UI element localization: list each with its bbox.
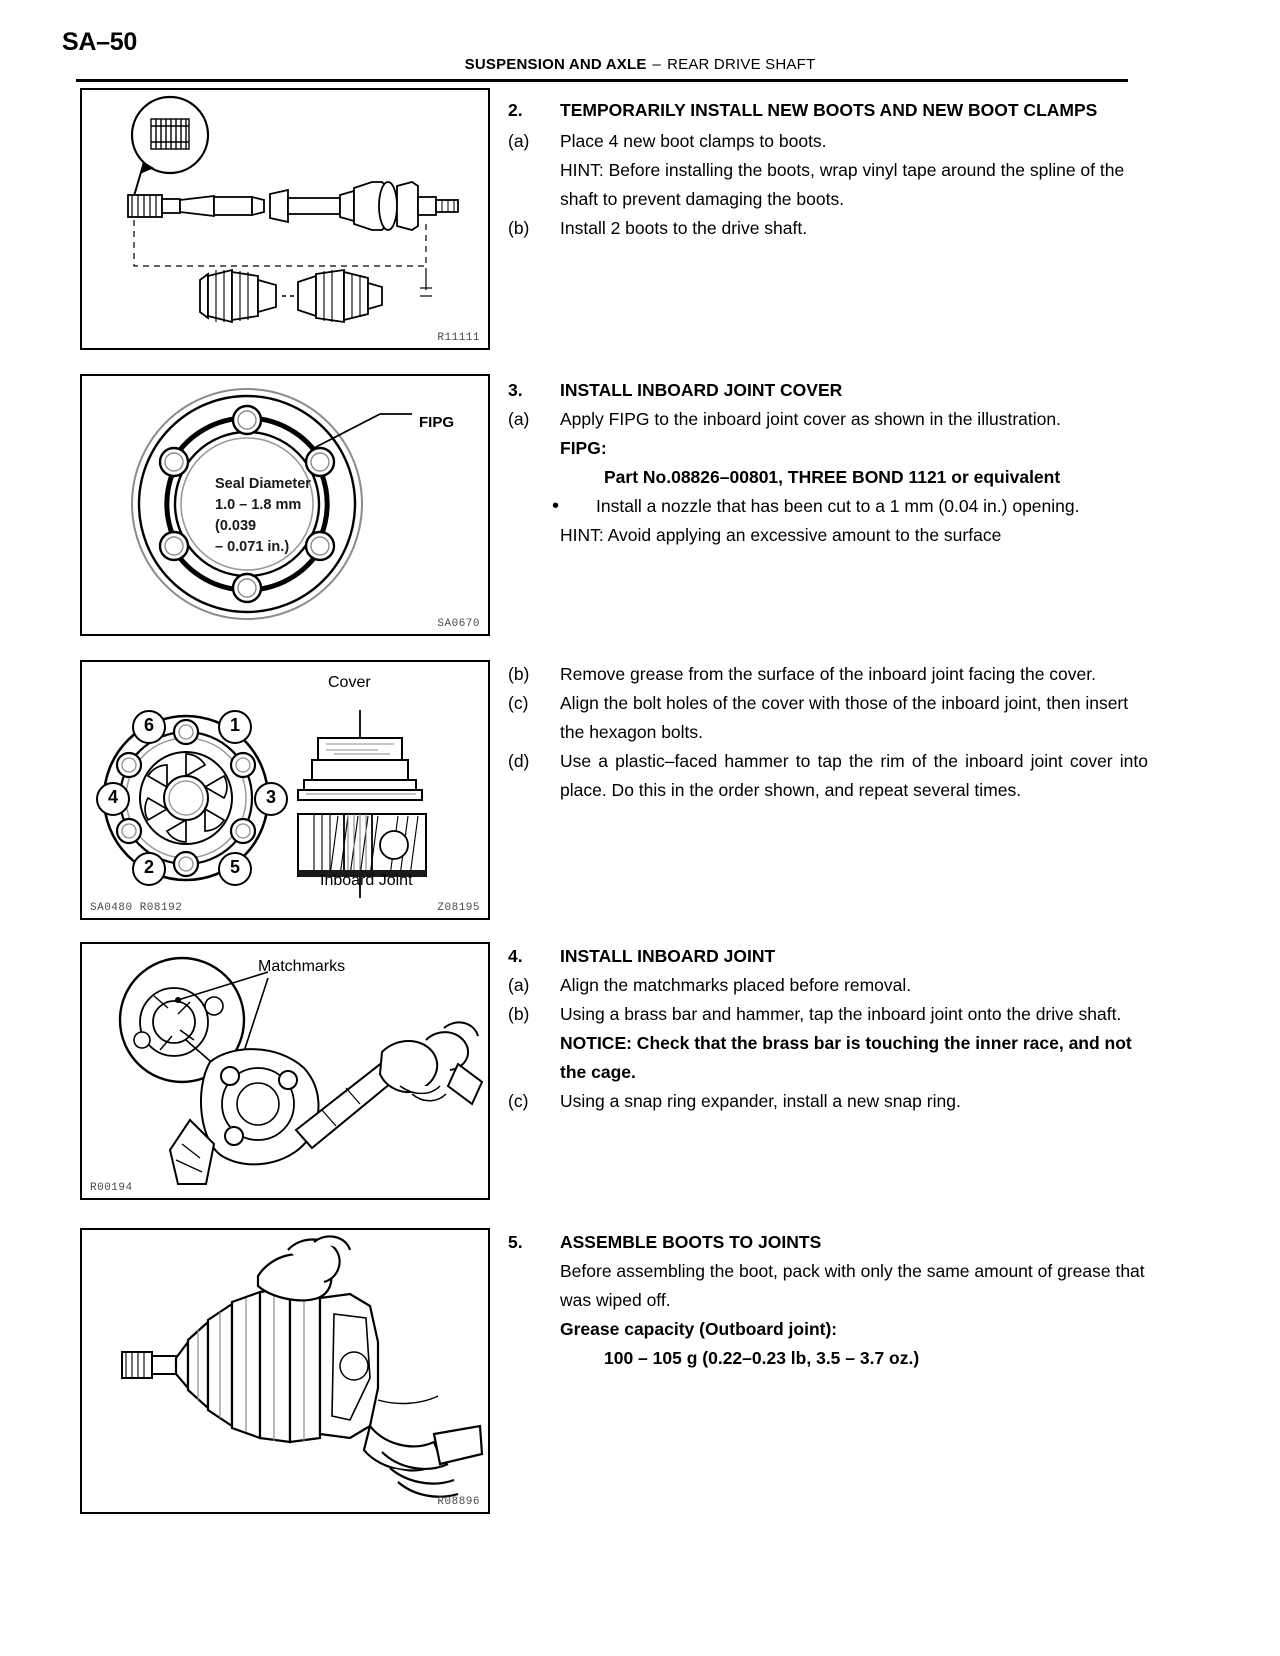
- grease-capacity-label: Grease capacity (Outboard joint):: [560, 1319, 838, 1339]
- step-3-item-d-marker: (d): [508, 751, 530, 771]
- figure-caption: R00194: [90, 1182, 133, 1194]
- bolt-order-number-3: 3: [254, 782, 288, 816]
- drive-shaft-drawing: [127, 95, 459, 324]
- figure-caption: R11111: [437, 332, 480, 344]
- step-2-title: TEMPORARILY INSTALL NEW BOOTS AND NEW BO…: [560, 100, 1098, 120]
- figure-matchmarks-brass-bar: Matchmarks R00194: [80, 942, 490, 1200]
- step-3-item-b-marker: (b): [508, 664, 530, 684]
- page-header: SA–50 SUSPENSION AND AXLE–REAR DRIVE SHA…: [0, 0, 1280, 82]
- step-4-number: 4.: [508, 946, 523, 966]
- fipg-nozzle-text: Install a nozzle that has been cut to a …: [596, 496, 1080, 516]
- step-2-item-a-text: Place 4 new boot clamps to boots.: [560, 131, 827, 151]
- step-2-item-a-marker: (a): [508, 131, 530, 151]
- boot-assembly-drawing: [121, 1235, 484, 1498]
- header-divider: [76, 79, 1128, 82]
- step-3-item-c-text: Align the bolt holes of the cover with t…: [560, 693, 1129, 742]
- step-3-block: 3. INSTALL INBOARD JOINT COVER (a) Apply…: [508, 376, 1148, 550]
- step-4-item-a-marker: (a): [508, 975, 530, 995]
- step-3-item-a-text: Apply FIPG to the inboard joint cover as…: [560, 409, 1061, 429]
- step-5-number: 5.: [508, 1232, 523, 1252]
- step-3-heading-row: 3. INSTALL INBOARD JOINT COVER: [508, 376, 1148, 405]
- step-2-item-a: (a) Place 4 new boot clamps to boots.: [508, 127, 1148, 156]
- step-4-item-a: (a) Align the matchmarks placed before r…: [508, 971, 1148, 1000]
- step-4-item-c-text: Using a snap ring expander, install a ne…: [560, 1091, 961, 1111]
- step-4-item-b: (b) Using a brass bar and hammer, tap th…: [508, 1000, 1148, 1029]
- bolt-order-drawing: [102, 710, 427, 898]
- step-2-heading-row: 2. TEMPORARILY INSTALL NEW BOOTS AND NEW…: [508, 96, 1148, 125]
- bolt-order-callouts: 6 1 4 3 2 5: [82, 662, 488, 918]
- step-5-intro: Before assembling the boot, pack with on…: [560, 1261, 1145, 1310]
- step-3-item-c-marker: (c): [508, 693, 529, 713]
- figure-inboard-joint-cover-fipg: FIPG Seal Diameter 1.0 – 1.8 mm (0.039 –…: [80, 374, 490, 636]
- seal-diameter-mm: 1.0 – 1.8 mm: [215, 497, 302, 513]
- step-4-block: 4. INSTALL INBOARD JOINT (a) Align the m…: [508, 942, 1148, 1116]
- step-5-title: ASSEMBLE BOOTS TO JOINTS: [560, 1232, 822, 1252]
- figure-caption: Z08195: [437, 902, 480, 914]
- figure-boot-assembly: R08896: [80, 1228, 490, 1514]
- step-3-continued-block: (b) Remove grease from the surface of th…: [508, 660, 1148, 805]
- bolt-order-number-4: 4: [96, 782, 130, 816]
- step-4-title: INSTALL INBOARD JOINT: [560, 946, 776, 966]
- page-number: SA–50: [62, 28, 137, 56]
- step-4-item-b-marker: (b): [508, 1004, 530, 1024]
- fipg-subheading: FIPG:: [560, 438, 607, 458]
- figure-caption: R08896: [437, 1496, 480, 1508]
- subsection-title: REAR DRIVE SHAFT: [667, 56, 816, 73]
- step-3-number: 3.: [508, 380, 523, 400]
- bolt-order-number-6: 6: [132, 710, 166, 744]
- step-2-block: 2. TEMPORARILY INSTALL NEW BOOTS AND NEW…: [508, 96, 1148, 243]
- seal-diameter-in-2: – 0.071 in.): [215, 539, 290, 555]
- step-2-number: 2.: [508, 100, 523, 120]
- fipg-nozzle-bullet: • Install a nozzle that has been cut to …: [552, 492, 1148, 521]
- bolt-order-number-5: 5: [218, 852, 252, 886]
- bolt-order-number-1: 1: [218, 710, 252, 744]
- fipg-cover-drawing: [131, 388, 412, 620]
- step-4-item-c: (c) Using a snap ring expander, install …: [508, 1087, 1148, 1116]
- step-3-item-d-text: Use a plastic–faced hammer to tap the ri…: [560, 751, 1148, 800]
- step-3-item-a-marker: (a): [508, 409, 530, 429]
- step-4-item-a-text: Align the matchmarks placed before remov…: [560, 975, 912, 995]
- step-2-item-b-text: Install 2 boots to the drive shaft.: [560, 218, 808, 238]
- step-3-item-d: (d) Use a plastic–faced hammer to tap th…: [508, 747, 1148, 805]
- section-title: SUSPENSION AND AXLE: [464, 56, 647, 73]
- step-5-heading-row: 5. ASSEMBLE BOOTS TO JOINTS: [508, 1228, 1148, 1257]
- step-3-title: INSTALL INBOARD JOINT COVER: [560, 380, 843, 400]
- figure-bolt-tightening-order: 6 1 4 3 2 5 Cover Inboard Joint SA0480 R…: [80, 660, 490, 920]
- step-2-item-b-marker: (b): [508, 218, 530, 238]
- step-3-item-b-text: Remove grease from the surface of the in…: [560, 664, 1096, 684]
- cover-label: Cover: [328, 674, 371, 691]
- bolt-order-number-2: 2: [132, 852, 166, 886]
- step-4-item-b-text: Using a brass bar and hammer, tap the in…: [560, 1004, 1122, 1024]
- step-3-item-b: (b) Remove grease from the surface of th…: [508, 660, 1148, 689]
- matchmarks-drawing: [118, 956, 484, 1185]
- step-2-item-b: (b) Install 2 boots to the drive shaft.: [508, 214, 1148, 243]
- seal-diameter-label: Seal Diameter: [215, 476, 311, 492]
- step-3-item-c: (c) Align the bolt holes of the cover wi…: [508, 689, 1148, 747]
- bullet-icon: •: [552, 495, 560, 517]
- fipg-part-number: Part No.08826–00801, THREE BOND 1121 or …: [604, 467, 1061, 487]
- figure-drive-shaft-assembly: R11111: [80, 88, 490, 350]
- fipg-hint: HINT: Avoid applying an excessive amount…: [560, 525, 1002, 545]
- figure-caption-left: SA0480 R08192: [90, 902, 183, 914]
- page-title: SUSPENSION AND AXLE–REAR DRIVE SHAFT: [0, 56, 1280, 73]
- step-5-block: 5. ASSEMBLE BOOTS TO JOINTS Before assem…: [508, 1228, 1148, 1373]
- grease-capacity-value: 100 – 105 g (0.22–0.23 lb, 3.5 – 3.7 oz.…: [604, 1348, 920, 1368]
- seal-diameter-in-1: (0.039: [215, 518, 257, 534]
- step-2-item-a-hint: HINT: Before installing the boots, wrap …: [560, 160, 1125, 209]
- step-3-item-a: (a) Apply FIPG to the inboard joint cove…: [508, 405, 1148, 434]
- step-4-notice: NOTICE: Check that the brass bar is touc…: [560, 1033, 1132, 1082]
- step-4-item-c-marker: (c): [508, 1091, 529, 1111]
- inboard-joint-label: Inboard Joint: [320, 872, 413, 889]
- title-separator: –: [652, 56, 662, 73]
- step-4-heading-row: 4. INSTALL INBOARD JOINT: [508, 942, 1148, 971]
- matchmarks-label: Matchmarks: [258, 958, 346, 975]
- figure-caption: SA0670: [437, 618, 480, 630]
- fipg-label: FIPG: [419, 414, 455, 431]
